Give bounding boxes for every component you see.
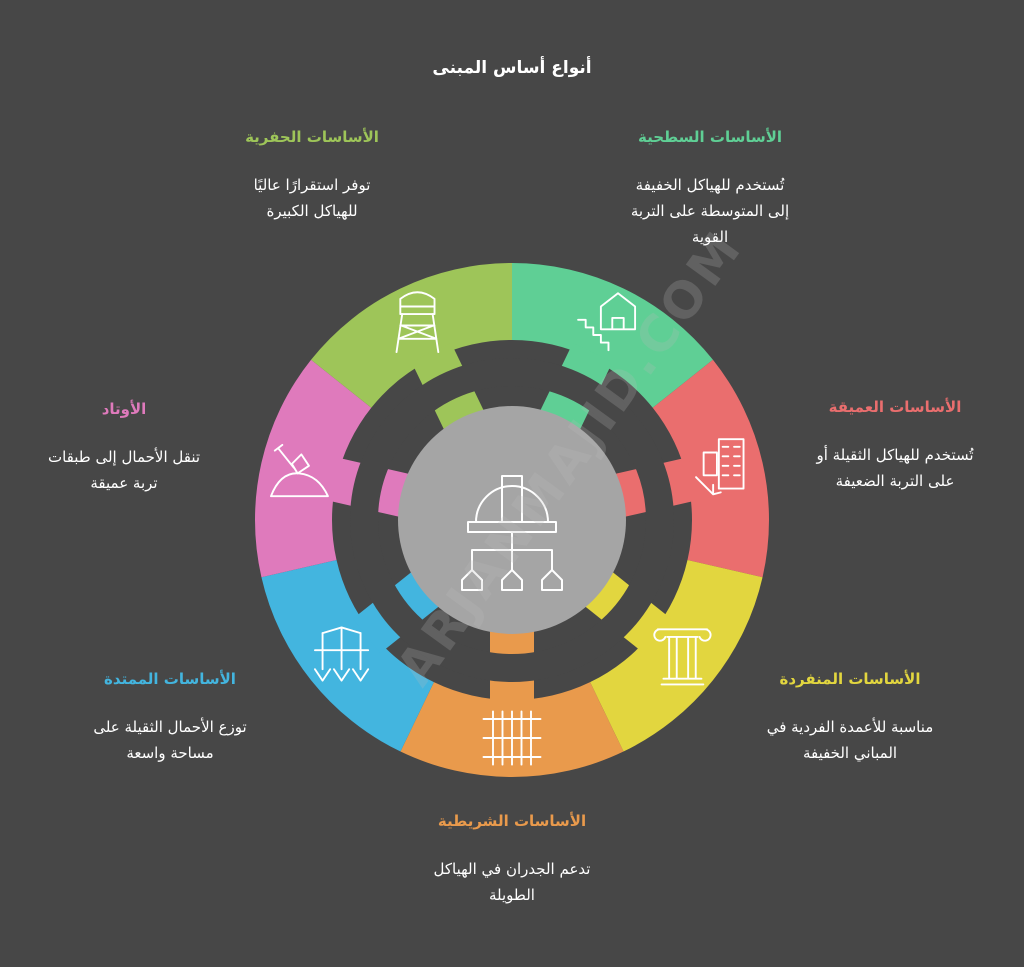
label-caisson: الأساسات الحفرية توفر استقرارًا عاليًا ل… — [162, 128, 462, 224]
wheel-segment — [652, 359, 769, 578]
page-title: أنواع أساس المبنى — [432, 58, 592, 78]
label-shallow: الأساسات السطحية تُستخدم للهياكل الخفيفة… — [560, 128, 860, 250]
wheel-segment — [254, 359, 372, 578]
label-isolated: الأساسات المنفردة مناسبة للأعمدة الفردية… — [700, 670, 1000, 766]
label-deep: الأساسات العميقة تُستخدم للهياكل الثقيلة… — [745, 398, 1024, 494]
engineer-hierarchy-icon — [461, 475, 563, 591]
label-piles: الأوتاد تنقل الأحمال إلى طبقات تربة عميق… — [0, 400, 274, 496]
label-shallow-title: الأساسات السطحية — [637, 128, 783, 146]
label-piles-title: الأوتاد — [101, 400, 147, 418]
label-spread-desc: توزع الأحمال الثقيلة على مساحة واسعة — [93, 718, 247, 762]
wheel-segment — [311, 263, 512, 408]
label-spread-title: الأساسات الممتدة — [104, 670, 236, 688]
label-isolated-title: الأساسات المنفردة — [779, 670, 921, 688]
column-icon — [653, 628, 712, 686]
label-caisson-title: الأساسات الحفرية — [245, 128, 379, 146]
label-caisson-desc: توفر استقرارًا عاليًا للهياكل الكبيرة — [253, 176, 371, 220]
spread-structure-icon — [314, 626, 370, 682]
water-tower-icon — [395, 291, 440, 354]
label-strip: الأساسات الشريطية تدعم الجدران في الهياك… — [362, 812, 662, 908]
strip-wall-icon — [482, 710, 542, 766]
label-isolated-desc: مناسبة للأعمدة الفردية في المباني الخفيف… — [766, 718, 934, 762]
shovel-soil-icon — [270, 443, 329, 498]
wheel-segment — [512, 263, 713, 408]
label-deep-desc: تُستخدم للهياكل الثقيلة أو على التربة ال… — [816, 446, 974, 490]
buildings-down-arrow-icon — [695, 438, 745, 496]
gap-ring — [350, 358, 674, 682]
center-circle — [398, 406, 626, 634]
label-shallow-desc: تُستخدم للهياكل الخفيفة إلى المتوسطة على… — [630, 176, 790, 246]
label-strip-desc: تدعم الجدران في الهياكل الطويلة — [433, 860, 591, 904]
wheel-segment — [261, 560, 434, 752]
label-piles-desc: تنقل الأحمال إلى طبقات تربة عميقة — [47, 448, 201, 492]
label-spread: الأساسات الممتدة توزع الأحمال الثقيلة عل… — [20, 670, 320, 766]
house-on-stairs-icon — [577, 292, 637, 352]
label-deep-title: الأساسات العميقة — [828, 398, 962, 416]
label-strip-title: الأساسات الشريطية — [437, 812, 587, 830]
